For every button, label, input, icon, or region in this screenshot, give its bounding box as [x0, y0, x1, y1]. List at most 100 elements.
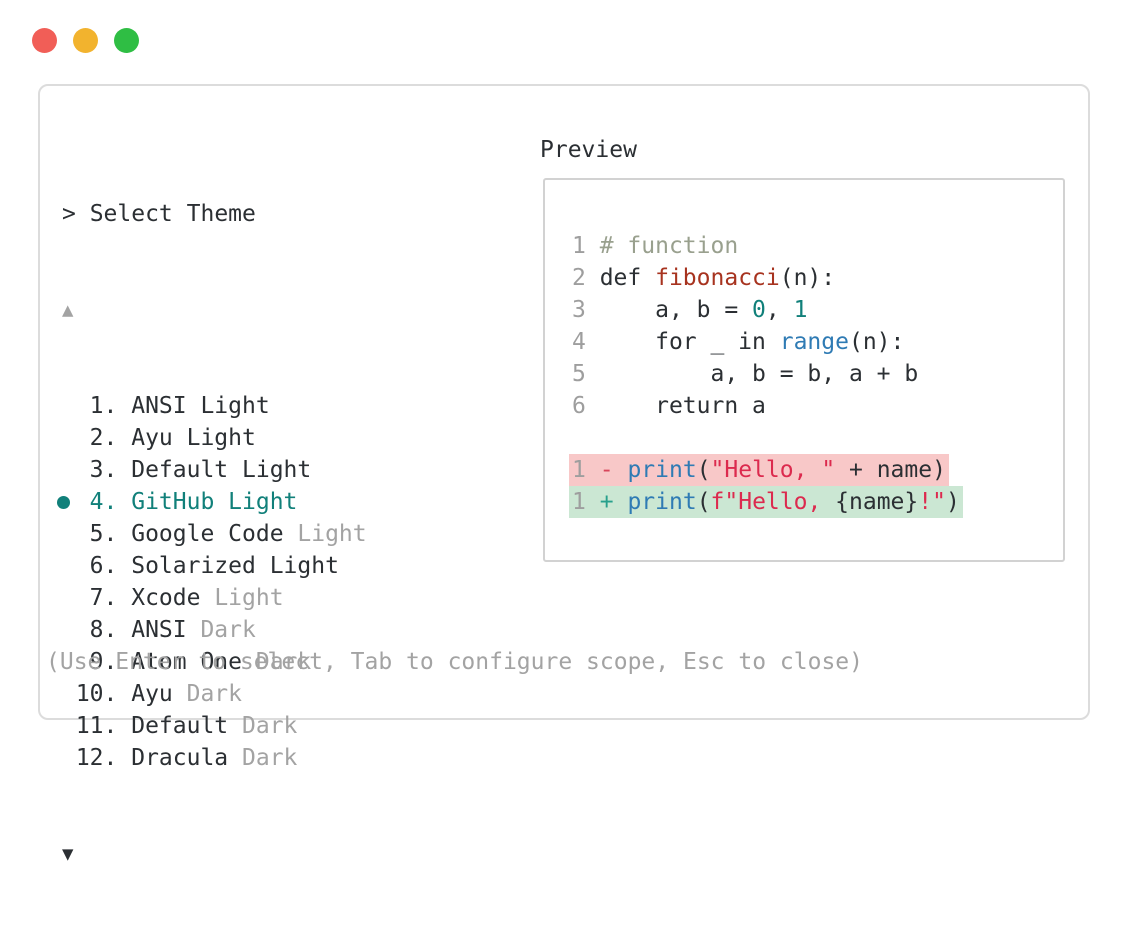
code-segment: a, b =	[585, 297, 753, 323]
line-number: 1	[572, 233, 586, 259]
item-name: ANSI	[131, 617, 187, 643]
item-name: Default	[131, 713, 229, 739]
code-segment: )	[945, 489, 960, 515]
code-segment	[586, 457, 600, 483]
code-segment: 1	[793, 297, 808, 323]
code-segment: (n):	[848, 329, 905, 355]
code-segment: print	[627, 489, 697, 515]
close-button[interactable]	[32, 28, 57, 53]
traffic-lights	[32, 28, 139, 53]
theme-list-item[interactable]: 1.ANSI Light	[62, 390, 367, 422]
code-segment: range	[779, 329, 849, 355]
code-segment: !"	[918, 489, 946, 515]
diff-line-added: 1 + print(f"Hello, {name}!")	[569, 486, 963, 518]
item-name: Ayu Light	[131, 425, 256, 451]
code-line-content: 3 a, b = 0, 1	[569, 294, 810, 326]
code-line: 6 return a	[569, 390, 963, 422]
code-segment: f"Hello,	[710, 489, 836, 515]
theme-list-item[interactable]: 9. Atom One Dark	[62, 646, 367, 678]
diff-line-removed: 1 - print("Hello, " + name)	[569, 454, 963, 486]
item-number: 10.	[75, 681, 118, 707]
code-line-content: 6 return a	[569, 390, 769, 422]
item-number: 6.	[89, 553, 118, 579]
item-name-muted: Dark	[186, 617, 256, 643]
item-name: Dracula	[131, 745, 229, 771]
item-name-muted: Dark	[228, 713, 298, 739]
code-segment: 0	[752, 297, 766, 323]
theme-list-item[interactable]: 5.Google Code Light	[62, 518, 367, 550]
keyboard-hint: (Use Enter to select, Tab to configure s…	[46, 649, 863, 675]
item-number: 1.	[89, 393, 118, 419]
code-line-content: 2 def fibonacci(n):	[569, 262, 838, 294]
code-line-content	[569, 422, 575, 454]
code-segment: a, b = b, a + b	[585, 361, 919, 387]
code-line	[569, 422, 963, 454]
code-segment: (n):	[779, 265, 836, 291]
picker-prompt: > Select Theme	[62, 201, 256, 227]
code-segment: (	[696, 489, 711, 515]
item-name-muted: Dark	[228, 745, 298, 771]
scroll-up-icon[interactable]: ▲	[62, 299, 74, 321]
item-number: 9.	[89, 649, 118, 675]
item-number: 2.	[89, 425, 118, 451]
item-name: GitHub Light	[131, 489, 298, 515]
code-line-content: 1 # function	[569, 230, 741, 262]
minimize-button[interactable]	[73, 28, 98, 53]
line-number: 1	[572, 489, 586, 515]
line-number: 4	[572, 329, 586, 355]
line-number: 5	[572, 361, 586, 387]
theme-list-item[interactable]: 6.Solarized Light	[62, 550, 367, 582]
code-line-content: 5 a, b = b, a + b	[569, 358, 921, 390]
code-line: 2 def fibonacci(n):	[569, 262, 963, 294]
code-line: 4 for _ in range(n):	[569, 326, 963, 358]
zoom-button[interactable]	[114, 28, 139, 53]
theme-list-item[interactable]: 2. Ayu Light	[62, 422, 367, 454]
theme-list-item[interactable]: 7.Xcode Light	[62, 582, 367, 614]
code-segment: "Hello, "	[710, 457, 836, 483]
code-segment: (	[696, 457, 711, 483]
item-number: 3.	[89, 457, 118, 483]
code-line-content: 1 - print("Hello, " + name)	[569, 454, 949, 486]
code-segment: print	[627, 457, 697, 483]
code-segment: def	[585, 265, 656, 291]
theme-list-item[interactable]: 8. ANSI Dark	[62, 614, 367, 646]
code-segment: for _ in	[585, 329, 780, 355]
code-segment	[586, 489, 600, 515]
item-name: Default Light	[131, 457, 312, 483]
item-name: Google Code	[131, 521, 284, 547]
code-segment	[586, 233, 600, 259]
line-number: 6	[572, 393, 586, 419]
theme-list-item[interactable]: 3. Default Light	[62, 454, 367, 486]
code-segment: +	[599, 489, 614, 515]
code-segment	[614, 457, 628, 483]
code-segment: {name}	[835, 489, 919, 515]
code-line: 1 # function	[569, 230, 963, 262]
code-line: 5 a, b = b, a + b	[569, 358, 963, 390]
item-number: 8.	[89, 617, 118, 643]
scroll-down-icon[interactable]: ▼	[62, 843, 74, 865]
code-segment: + name)	[835, 457, 946, 483]
theme-list-item[interactable]: 10.Ayu Dark	[62, 678, 367, 710]
theme-list-item[interactable]: 12. Dracula Dark	[62, 742, 367, 774]
theme-list-item[interactable]: 11. Default Dark	[62, 710, 367, 742]
code-segment: fibonacci	[655, 265, 780, 291]
item-name: Atom One	[131, 649, 242, 675]
code-line-content: 4 for _ in range(n):	[569, 326, 907, 358]
code-line: 3 a, b = 0, 1	[569, 294, 963, 326]
item-number: 4.	[89, 489, 118, 515]
item-name-muted: Dark	[242, 649, 312, 675]
preview-title: Preview	[540, 137, 637, 163]
selected-indicator	[57, 496, 70, 509]
item-name-muted: Light	[283, 521, 367, 547]
theme-list-item[interactable]: 4. GitHub Light	[57, 486, 367, 518]
item-number: 12.	[75, 745, 118, 771]
item-name: Ayu	[131, 681, 173, 707]
item-number: 11.	[75, 713, 118, 739]
line-number: 2	[572, 265, 586, 291]
code-segment	[614, 489, 628, 515]
line-number: 1	[572, 457, 586, 483]
